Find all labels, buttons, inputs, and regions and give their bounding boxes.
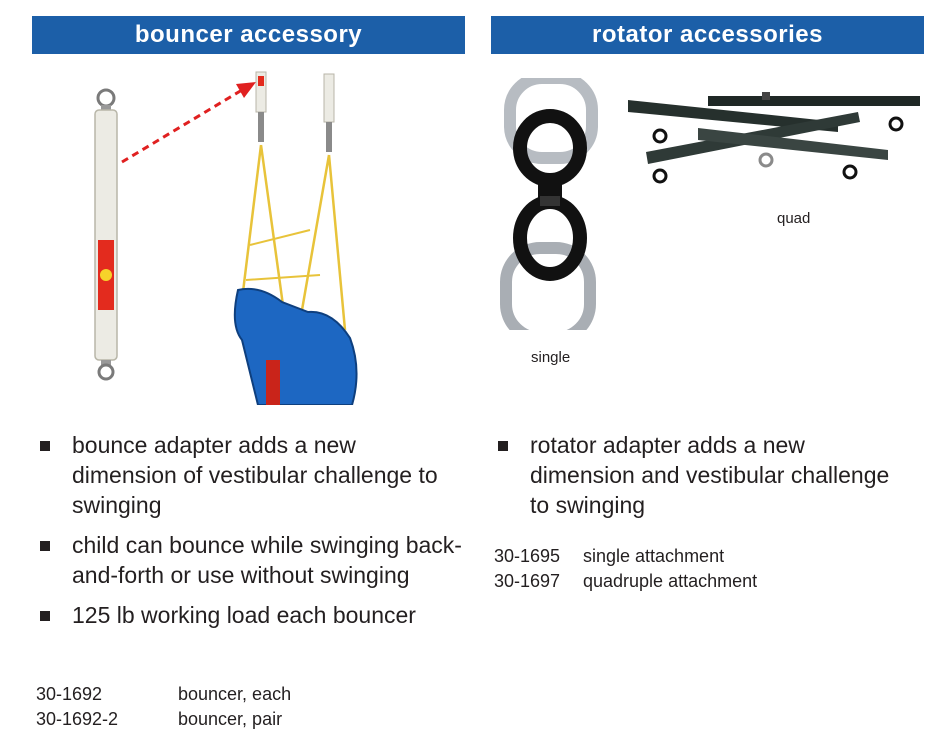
quad-rotator-photo (628, 92, 920, 184)
product-number: 30-1692-2 (36, 709, 119, 729)
square-bullet-icon (40, 611, 50, 621)
swing-with-bouncer-image (233, 71, 358, 405)
product-number: 30-1695 (494, 546, 561, 566)
bouncer-tube-image (94, 88, 118, 381)
bouncer-header: bouncer accessory (32, 16, 465, 54)
list-item: 125 lb working load each bouncer (32, 600, 462, 630)
list-item: rotator adapter adds a new dimension and… (490, 430, 890, 520)
square-bullet-icon (40, 541, 50, 551)
product-number: 30-1697 (494, 571, 561, 591)
product-row: 30-1695 single attachment (494, 544, 757, 569)
product-description: quadruple attachment (583, 571, 758, 591)
list-item: bounce adapter adds a new dimension of v… (32, 430, 462, 520)
product-row: 30-1692 bouncer, each (36, 682, 291, 707)
square-bullet-icon (498, 441, 508, 451)
list-item: child can bounce while swinging back-and… (32, 530, 462, 590)
dashed-arrow-icon (121, 82, 256, 164)
rotator-header: rotator accessories (491, 16, 924, 54)
quad-caption: quad (777, 210, 811, 227)
rotator-bullet-list: rotator adapter adds a new dimension and… (490, 430, 890, 530)
bouncer-section: bouncer accessory (32, 16, 465, 54)
bouncer-bullet-list: bounce adapter adds a new dimension of v… (32, 430, 462, 640)
rotator-product-list: 30-1695 single attachment 30-1697 quadru… (494, 544, 757, 594)
single-rotator-photo (500, 78, 600, 330)
product-row: 30-1697 quadruple attachment (494, 569, 757, 594)
product-description: bouncer, each (178, 684, 292, 704)
bouncer-photo (94, 71, 358, 405)
product-description: bouncer, pair (178, 709, 283, 729)
product-row: 30-1692-2 bouncer, pair (36, 707, 291, 732)
bouncer-product-list: 30-1692 bouncer, each 30-1692-2 bouncer,… (36, 682, 291, 732)
product-number: 30-1692 (36, 684, 103, 704)
rotator-section: rotator accessories (491, 16, 924, 54)
single-caption: single (531, 349, 571, 366)
product-description: single attachment (583, 546, 725, 566)
square-bullet-icon (40, 441, 50, 451)
